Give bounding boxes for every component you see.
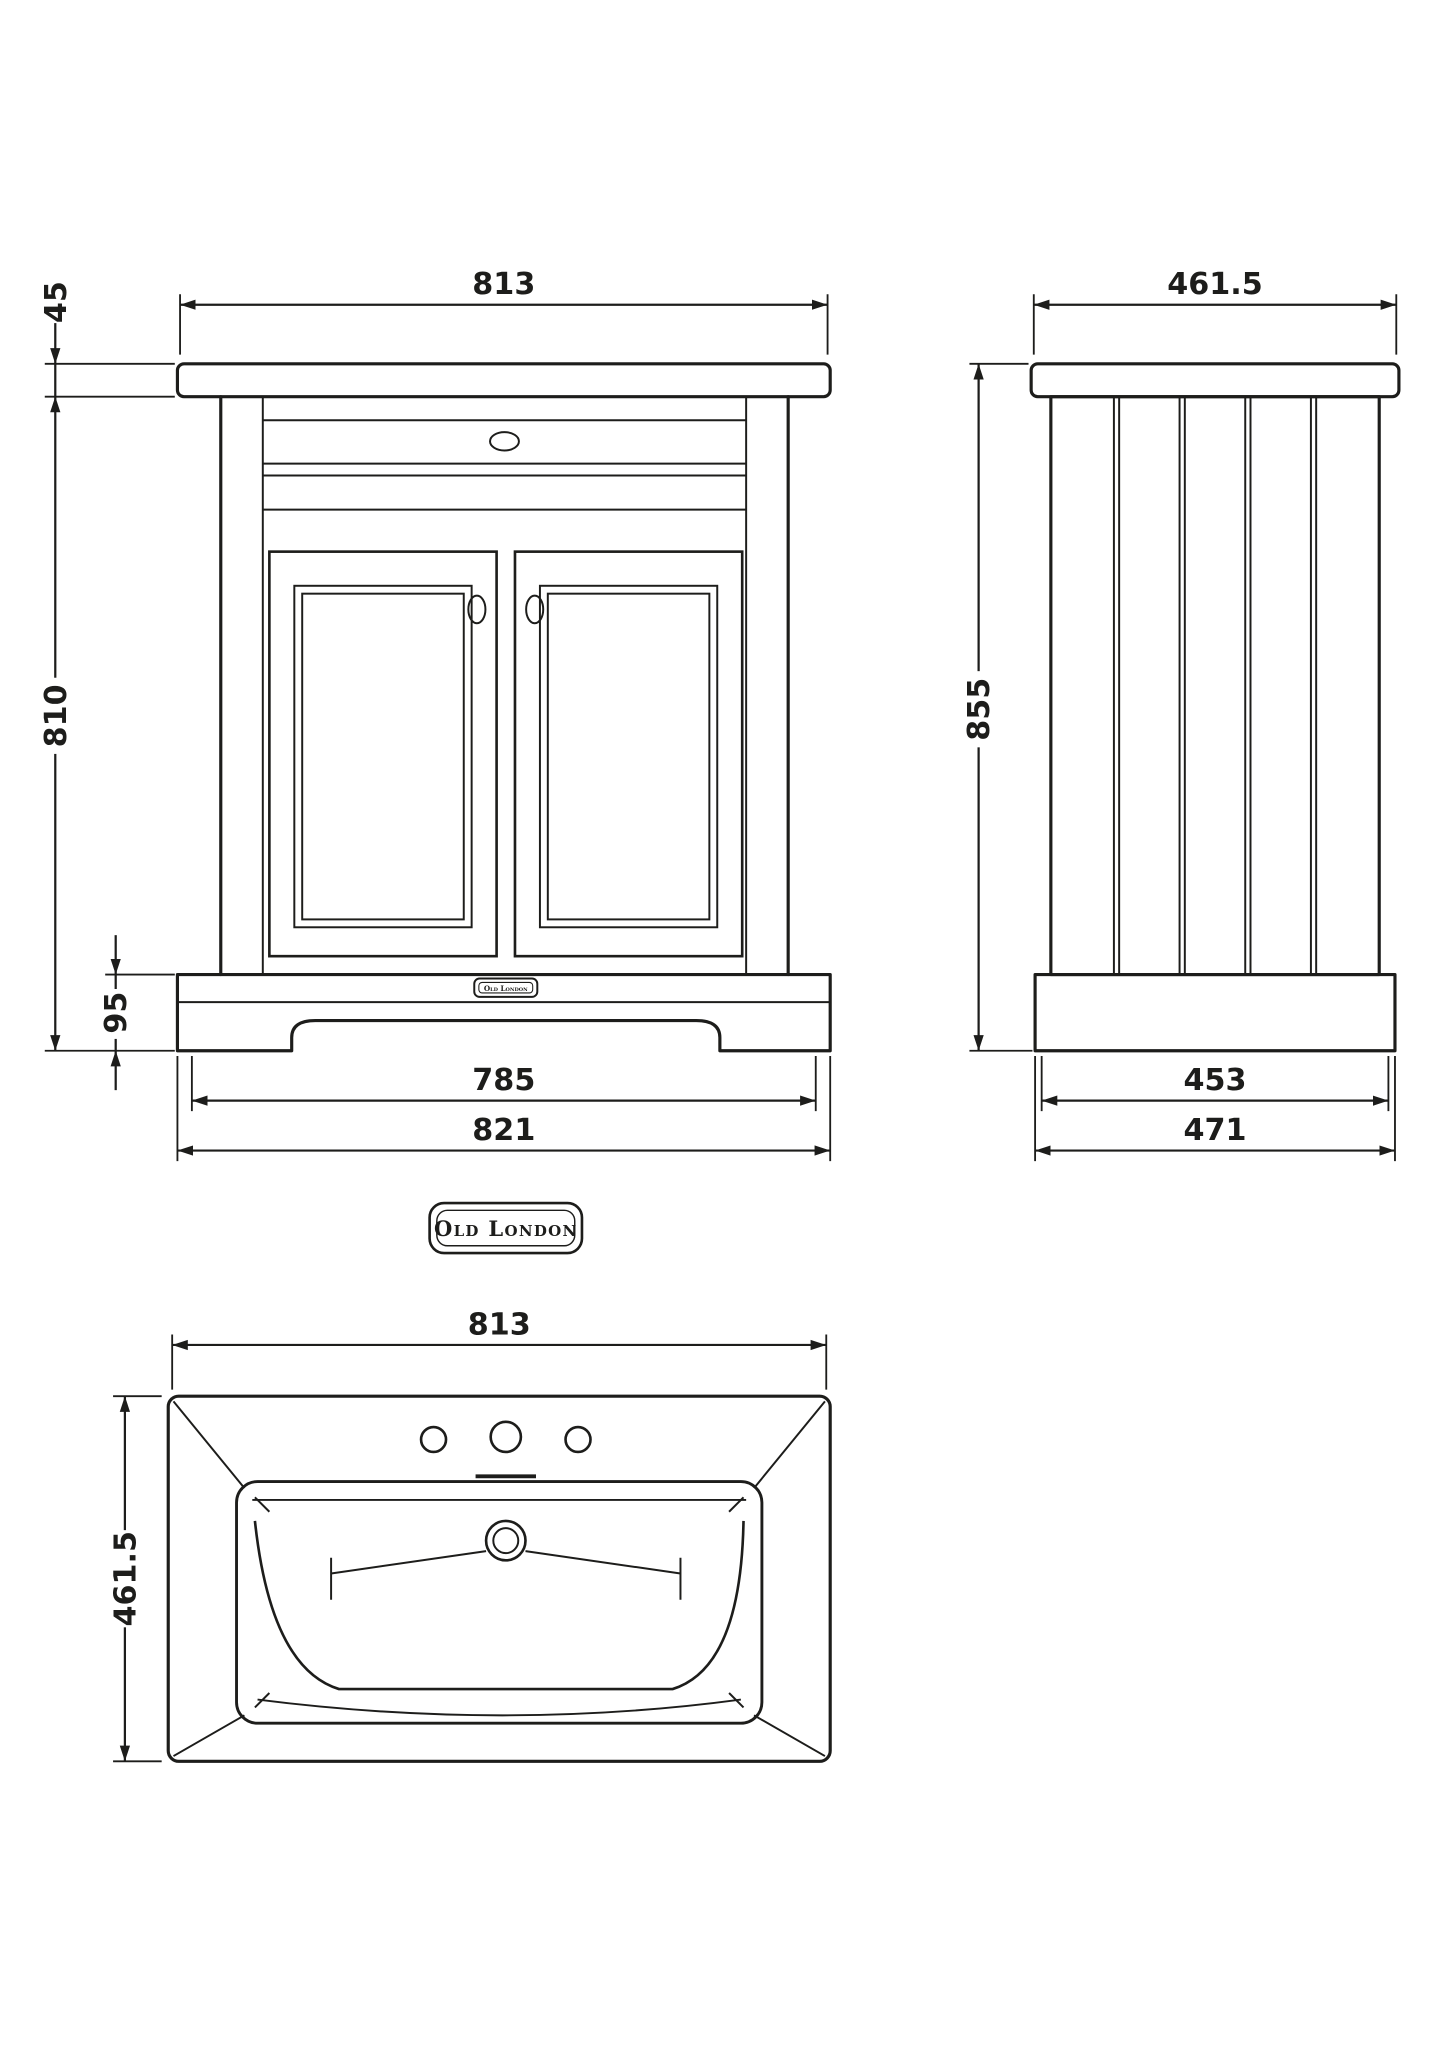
label-mask — [40, 677, 70, 754]
front-plinth — [175, 972, 832, 1053]
extension-lines — [171, 1334, 828, 1390]
tap-hole-right — [564, 1425, 592, 1454]
dim-side-base-inner-depth: 453 — [1040, 1055, 1390, 1112]
overflow-outer — [484, 1519, 527, 1562]
dim-front-body-height-label: 810 — [39, 684, 74, 747]
dim-front-body-height: 810 — [39, 396, 175, 1052]
extension-lines — [179, 294, 829, 355]
right-door-panel-bevel — [538, 584, 719, 929]
dim-front-counter-thickness-label: 45 — [39, 281, 74, 323]
extension-lines — [44, 362, 175, 398]
extension-lines — [1032, 294, 1398, 355]
front-face-frame-stiles — [261, 396, 748, 975]
dim-basin-depth-label: 461.5 — [108, 1531, 143, 1627]
front-body-sides — [219, 395, 790, 977]
plinth-nameplate-border — [473, 977, 539, 998]
dim-side-base-overall-depth: 471 — [1034, 1055, 1396, 1162]
dim-basin-depth: 461.5 — [108, 1395, 162, 1763]
plinth-nameplate-label: Old London — [484, 984, 528, 993]
label-mask — [964, 671, 994, 748]
front-view: Old London 813 45 810 95 — [39, 267, 832, 1162]
dim-front-base-overall-width: 821 — [176, 1055, 832, 1162]
extension-lines — [176, 1055, 832, 1162]
dim-side-overall-height: 855 — [962, 362, 1033, 1052]
front-cabinet: Old London — [175, 362, 832, 1053]
logo-badge: Old London — [428, 1201, 584, 1255]
logo-inner-border — [436, 1209, 576, 1247]
basin-inner-rim — [235, 1480, 764, 1725]
dim-front-plinth-height: 95 — [99, 935, 175, 1091]
dim-side-overall-height-label: 855 — [962, 678, 997, 741]
drawer-knob — [489, 431, 520, 452]
front-countertop — [175, 362, 832, 399]
side-countertop — [1029, 362, 1401, 399]
dim-front-base-overall-width-label: 821 — [472, 1113, 535, 1148]
dim-side-base-inner-depth-label: 453 — [1184, 1063, 1247, 1098]
dim-front-plinth-height-label: 95 — [99, 992, 134, 1034]
tap-hole-left — [419, 1425, 448, 1454]
left-door-panel — [301, 592, 465, 921]
side-cabinet — [1029, 362, 1401, 1053]
dim-front-base-inner-width-label: 785 — [472, 1063, 535, 1098]
left-door-panel-bevel — [293, 584, 473, 929]
dim-front-base-inner-width: 785 — [190, 1055, 817, 1112]
side-body — [1049, 395, 1381, 977]
basin-outer-edge — [166, 1394, 832, 1763]
tap-hole-center — [489, 1420, 523, 1454]
bowl-contour — [253, 1520, 745, 1691]
front-drawer-rails — [262, 419, 747, 511]
right-door-panel — [546, 592, 711, 921]
dim-front-top-width-label: 813 — [472, 267, 535, 302]
label-mask — [110, 1530, 140, 1628]
dim-front-top-width: 813 — [179, 267, 829, 355]
dim-side-top-depth: 461.5 — [1032, 267, 1398, 355]
right-door-knob — [525, 594, 545, 625]
right-door — [513, 550, 744, 958]
plinth-nameplate: Old London — [473, 977, 539, 998]
logo-outer-border — [428, 1201, 584, 1255]
bowl-side-ticks — [330, 1557, 682, 1600]
dim-side-top-depth-label: 461.5 — [1167, 267, 1263, 302]
left-door-knob — [467, 594, 487, 625]
bowl-slope-lines — [330, 1550, 681, 1575]
plinth-nameplate-inner — [478, 981, 534, 994]
side-view: 461.5 855 453 471 — [962, 267, 1401, 1162]
basin-body — [166, 1394, 832, 1763]
label-mask — [101, 989, 131, 1039]
side-panel-grooves — [1112, 396, 1318, 975]
basin-plan-view: 813 461.5 — [108, 1307, 832, 1763]
dim-front-counter-thickness: 45 — [39, 281, 175, 398]
basin-rim-corner-ticks — [254, 1496, 745, 1709]
dim-basin-width: 813 — [171, 1307, 828, 1390]
basin-corner-slopes — [172, 1400, 826, 1757]
side-plinth — [1033, 972, 1397, 1053]
dim-side-base-overall-depth-label: 471 — [1184, 1113, 1247, 1148]
bowl-front-contour — [257, 1698, 742, 1717]
left-door — [268, 550, 498, 958]
overflow-inner — [492, 1527, 520, 1555]
logo-text: Old London — [434, 1216, 578, 1241]
extension-lines — [1034, 1055, 1396, 1162]
dim-basin-width-label: 813 — [468, 1307, 531, 1342]
